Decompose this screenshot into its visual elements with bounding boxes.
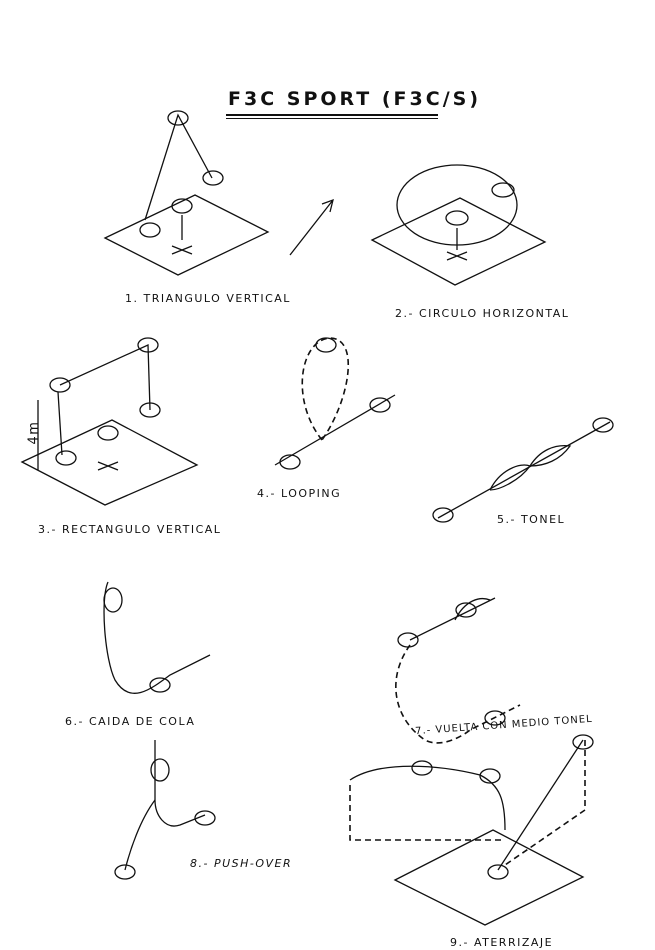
- diagram-rectangulo-vertical: [20, 337, 199, 506]
- label-aterrizaje: 9.- ATERRIZAJE: [450, 936, 554, 949]
- label-circulo-horizontal: 2.- CIRCULO HORIZONTAL: [395, 307, 570, 320]
- label-rectangulo-vertical: 3.- RECTANGULO VERTICAL: [38, 523, 222, 536]
- title-underline: [226, 114, 438, 116]
- direction-arrow: [289, 198, 334, 256]
- diagram-vuelta-medio-tonel: [395, 597, 521, 744]
- diagram-looping: [274, 337, 396, 470]
- diagram-push-over: [114, 740, 216, 880]
- label-tonel: 5.- TONEL: [497, 513, 566, 526]
- label-looping: 4.- LOOPING: [257, 487, 342, 500]
- diagram-tonel: [432, 417, 614, 523]
- diagram-circulo-horizontal: [370, 164, 547, 286]
- diagram-aterrizaje: [349, 734, 594, 926]
- label-push-over: 8.- PUSH-OVER: [190, 857, 293, 870]
- label-triangulo-vertical: 1. TRIANGULO VERTICAL: [125, 292, 291, 305]
- page-title: F3C SPORT (F3C/S): [228, 88, 482, 110]
- title-underline-double: [226, 118, 438, 119]
- diagram-triangulo-vertical: [103, 110, 270, 276]
- height-mark: 4m: [26, 420, 42, 445]
- diagram-caida-de-cola: [103, 581, 211, 694]
- label-caida-de-cola: 6.- CAIDA DE COLA: [65, 715, 196, 728]
